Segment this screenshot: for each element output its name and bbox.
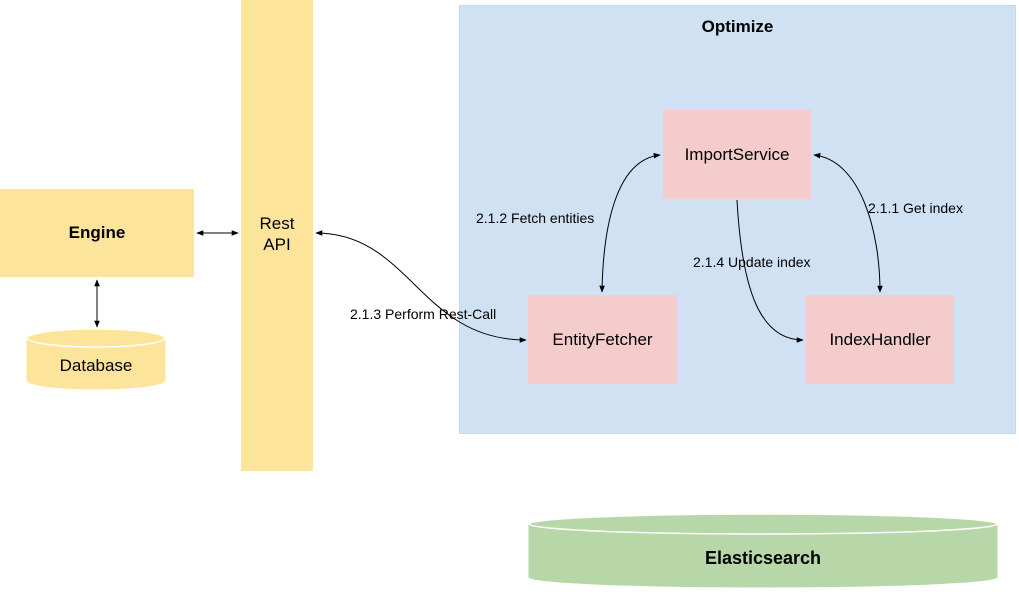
fetch-entities-label: 2.1.2 Fetch entities — [476, 210, 595, 226]
rest-call-arrow — [315, 230, 527, 343]
update-index-label: 2.1.4 Update index — [693, 254, 811, 270]
elasticsearch-label: Elasticsearch — [704, 547, 822, 568]
rest-api-label: Rest API — [241, 213, 313, 255]
engine-box: Engine — [0, 189, 194, 277]
index-handler-box: IndexHandler — [806, 295, 954, 384]
elasticsearch-cylinder — [528, 513, 998, 588]
elasticsearch-label-wrap: Elasticsearch — [529, 537, 997, 579]
fetch-entities-arrow — [599, 152, 661, 293]
optimize-title: Optimize — [701, 17, 774, 36]
perform-rest-call-label: 2.1.3 Perform Rest-Call — [350, 306, 497, 322]
database-label: Database — [59, 356, 133, 375]
update-index-arrow — [736, 199, 804, 343]
rest-api-label-line2: API — [263, 235, 291, 254]
database-label-wrap: Database — [27, 348, 165, 384]
entity-fetcher-box: EntityFetcher — [528, 295, 677, 384]
get-index-label: 2.1.1 Get index — [868, 200, 963, 216]
import-service-box: ImportService — [663, 110, 811, 199]
index-handler-label: IndexHandler — [829, 329, 931, 349]
database-cylinder — [26, 328, 166, 390]
get-index-arrow — [813, 152, 883, 293]
rest-api-box: Rest API — [241, 0, 313, 471]
import-service-label: ImportService — [684, 144, 790, 164]
rest-api-label-line1: Rest — [259, 214, 295, 233]
entity-fetcher-label: EntityFetcher — [552, 329, 653, 349]
engine-label: Engine — [68, 223, 126, 242]
